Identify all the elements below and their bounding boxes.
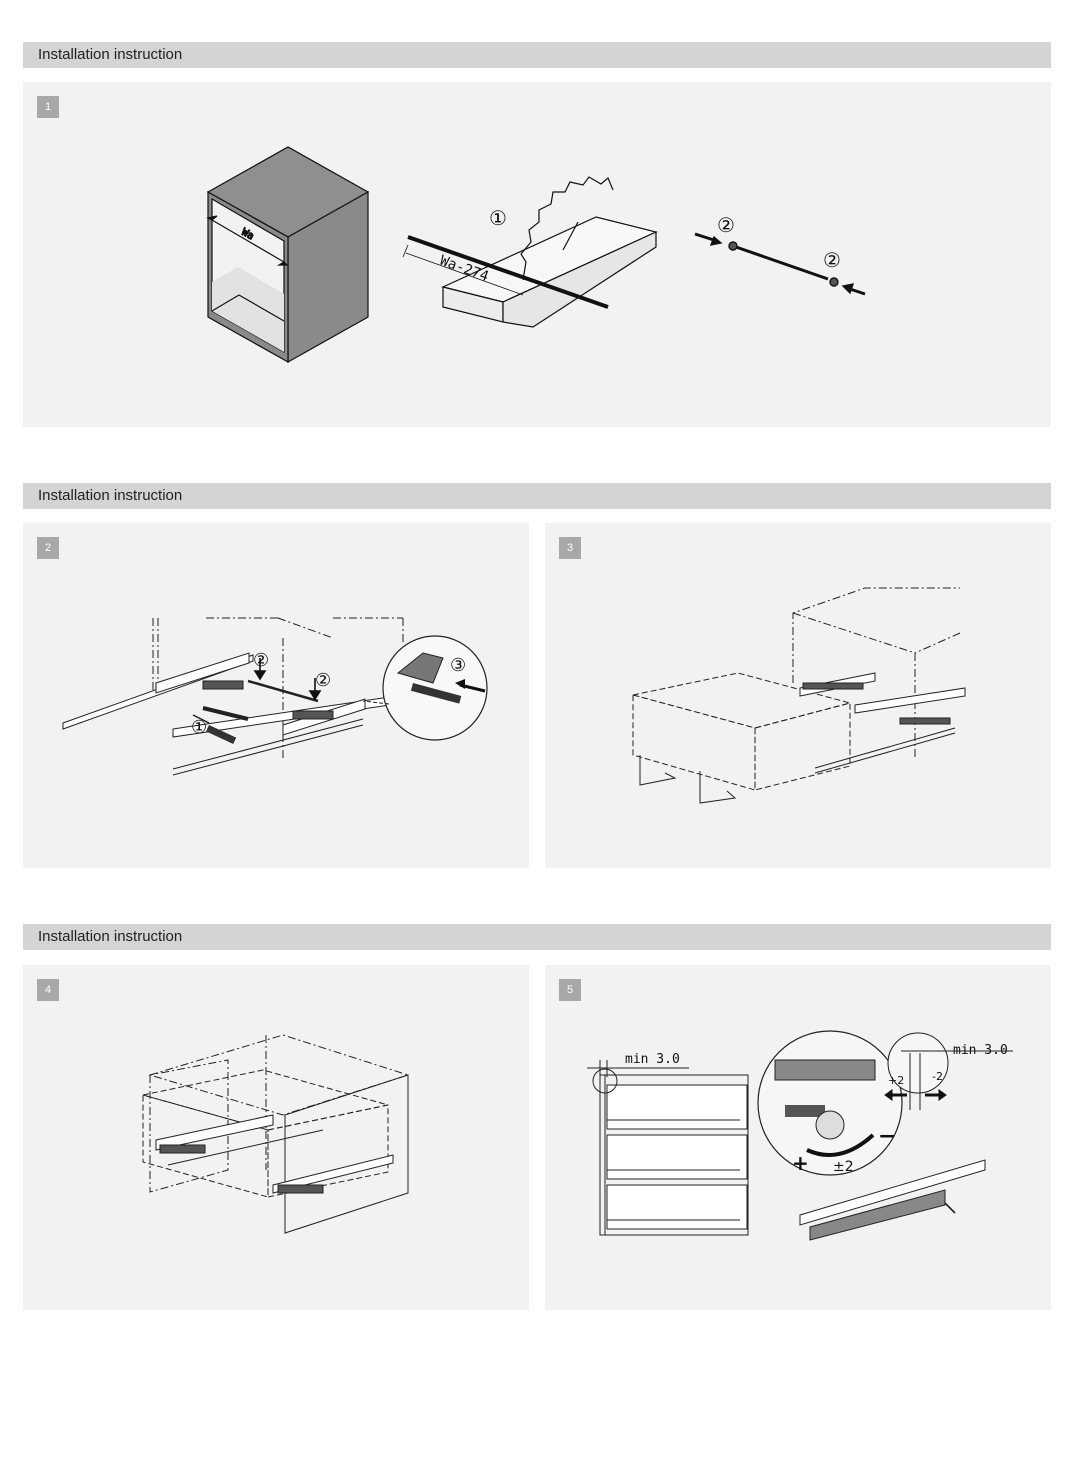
minus-sign: −: [878, 1124, 896, 1149]
adjust-arrows: [884, 1089, 947, 1101]
step-3-illustration: [632, 587, 966, 804]
drawer-outline: [142, 1069, 389, 1198]
front-view-drawers: [587, 1060, 749, 1236]
screwdriver: [192, 714, 237, 745]
step-panel-1: 1 Wa Wa-274 ①: [23, 82, 1051, 427]
marker-2b: ②: [315, 670, 331, 691]
step-badge: 2: [37, 537, 59, 559]
detail-circle: [362, 635, 488, 741]
rod-caps-drawing: ② ②: [694, 213, 866, 296]
section-title: Installation instruction: [38, 928, 183, 945]
min-label-left: min 3.0: [625, 1052, 680, 1067]
section-header-3: Installation instruction: [23, 924, 1051, 950]
step-panel-4: 4: [23, 965, 529, 1310]
marker-1: ①: [191, 717, 207, 738]
marker-2a: ②: [253, 650, 269, 671]
step-badge: 4: [37, 979, 59, 1001]
push-arrows: [253, 658, 322, 701]
section-title: Installation instruction: [38, 46, 183, 63]
step-badge: 5: [559, 979, 581, 1001]
section-header-2: Installation instruction: [23, 483, 1051, 509]
slide-rails: [799, 672, 966, 774]
step-5-illustration: min 3.0 min 3.0 +2 -2 ±2 + −: [587, 1030, 1013, 1241]
step-panel-3: 3: [545, 523, 1051, 868]
pm2-label: ±2: [833, 1159, 854, 1175]
minus2-label: -2: [932, 1070, 943, 1083]
step-1-illustration: Wa Wa-274 ① ② ②: [206, 146, 866, 364]
step-2-illustration: ② ② ① ③: [62, 617, 488, 776]
step-4-illustration: [142, 1034, 410, 1234]
step-badge: 3: [559, 537, 581, 559]
step-panel-2: 2: [23, 523, 529, 868]
cabinet-drawing: [148, 1034, 410, 1234]
marker-1: ①: [489, 206, 507, 230]
drawer-box: [632, 672, 852, 804]
section-header-1: Installation instruction: [23, 42, 1051, 68]
section-title: Installation instruction: [38, 487, 183, 504]
cabinet-outline: [792, 587, 961, 758]
marker-2a: ②: [717, 213, 735, 237]
slide-rails: [62, 652, 404, 776]
detail-circle: [757, 1030, 903, 1176]
step-panel-5: 5: [545, 965, 1051, 1310]
marker-2b: ②: [823, 248, 841, 272]
cutting-drawing: Wa-274 ①: [402, 176, 658, 328]
marker-3: ③: [450, 655, 466, 676]
plus2-label: +2: [888, 1074, 904, 1087]
cabinet-drawing: Wa: [206, 146, 370, 364]
slide-rails: [155, 1114, 394, 1194]
min-label-right: min 3.0: [953, 1043, 1008, 1058]
plus-sign: +: [792, 1151, 809, 1175]
step-badge: 1: [37, 96, 59, 118]
side-view-rail: [799, 1032, 1013, 1241]
cabinet-outline: [152, 617, 404, 758]
